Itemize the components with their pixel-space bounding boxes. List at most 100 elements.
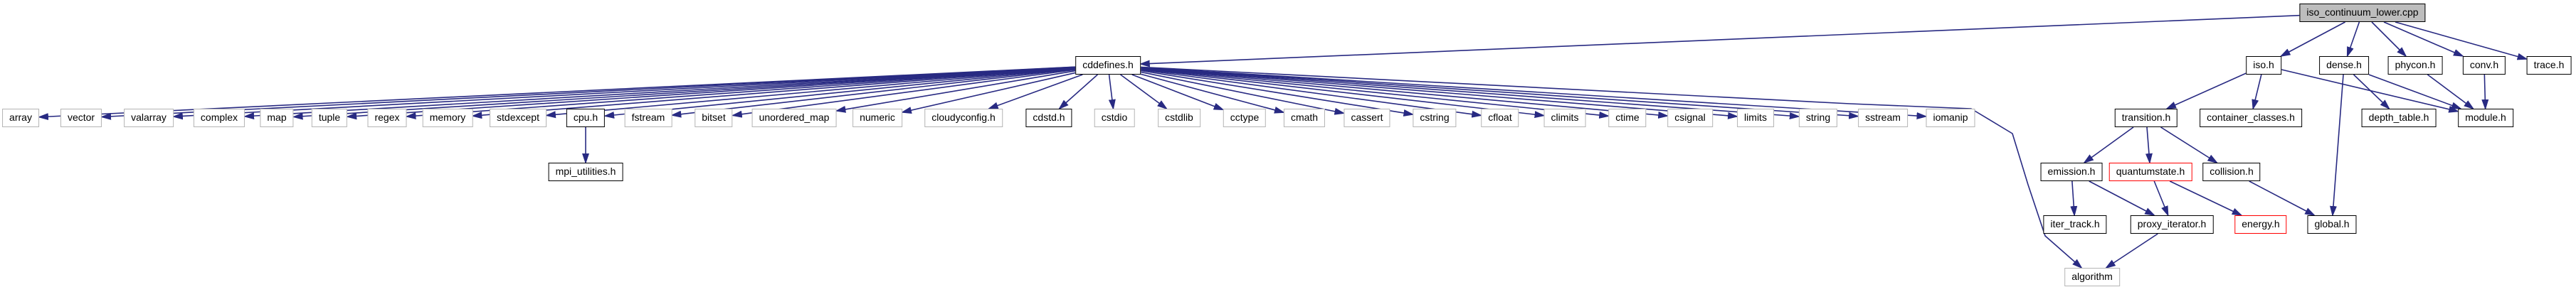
graph-node-dense[interactable]: dense.h	[2319, 56, 2369, 75]
edge-cddefines-to-csignal	[1140, 67, 1669, 119]
graph-node-cctype: cctype	[1223, 109, 1267, 127]
edge-proxy_iterator-to-algorithm	[2105, 233, 2158, 269]
graph-node-quantumstate[interactable]: quantumstate.h	[2108, 163, 2192, 181]
graph-node-cdstd[interactable]: cdstd.h	[1025, 109, 1072, 127]
graph-node-iter_track[interactable]: iter_track.h	[2043, 215, 2107, 234]
edge-cddefines-to-sstream	[1140, 67, 1860, 119]
graph-node-bitset: bitset	[695, 109, 733, 127]
graph-node-string: string	[1798, 109, 1838, 127]
graph-node-energy[interactable]: energy.h	[2234, 215, 2287, 234]
edge-iso-to-transition	[2165, 72, 2247, 109]
graph-node-cassert: cassert	[1344, 109, 1390, 127]
graph-node-depth_table[interactable]: depth_table.h	[2361, 109, 2437, 127]
graph-node-transition[interactable]: transition.h	[2114, 109, 2178, 127]
edge-conv-to-module	[2481, 74, 2489, 110]
graph-node-fstream: fstream	[624, 109, 672, 127]
graph-node-complex: complex	[193, 109, 246, 127]
graph-node-unordered_map: unordered_map	[751, 109, 837, 127]
edge-cddefines-to-regex	[405, 67, 1076, 120]
edge-phycon-to-module	[2427, 74, 2475, 110]
edge-iso_continuum_lower_cpp-to-trace	[2395, 21, 2528, 60]
edge-iso-to-container_classes	[2252, 74, 2262, 110]
edge-iso_continuum_lower_cpp-to-phycon	[2371, 21, 2407, 58]
edge-cddefines-to-cdstd	[1058, 74, 1098, 110]
graph-node-iso[interactable]: iso.h	[2246, 56, 2281, 75]
graph-node-conv[interactable]: conv.h	[2462, 56, 2506, 75]
graph-node-vector: vector	[60, 109, 102, 127]
edge-cddefines-to-iomanip	[1140, 67, 1928, 120]
edge-emission-to-proxy_iterator	[2089, 180, 2156, 216]
graph-node-emission[interactable]: emission.h	[2040, 163, 2103, 181]
edge-cddefines-to-tuple	[346, 67, 1076, 120]
edge-cddefines-to-vector	[100, 66, 1076, 120]
graph-node-valarray: valarray	[124, 109, 174, 127]
edge-emission-to-iter_track	[2070, 180, 2078, 217]
edge-cddefines-to-cassert	[1140, 71, 1346, 115]
edge-cddefines-to-array	[37, 66, 1076, 121]
edge-cddefines-to-cloudyconfig	[987, 74, 1083, 109]
graph-node-sstream: sstream	[1858, 109, 1908, 127]
graph-node-ctime: ctime	[1608, 109, 1647, 127]
edge-cddefines-to-string	[1140, 67, 1800, 120]
edge-quantumstate-to-proxy_iterator	[2153, 180, 2169, 217]
edge-cddefines-to-limits	[1140, 67, 1739, 119]
edge-transition-to-collision	[2160, 126, 2219, 164]
graph-node-map: map	[260, 109, 294, 127]
graph-node-regex: regex	[367, 109, 407, 127]
graph-node-memory: memory	[422, 109, 473, 127]
edge-cddefines-to-memory	[471, 67, 1076, 119]
edge-cddefines-to-complex	[243, 66, 1076, 120]
edge-cddefines-to-algorithm	[1140, 66, 2083, 269]
edge-cddefines-to-cctype	[1131, 74, 1225, 111]
edge-cddefines-to-valarray	[171, 66, 1076, 120]
graph-node-cmath: cmath	[1283, 109, 1326, 127]
graph-node-iomanip: iomanip	[1926, 109, 1975, 127]
edge-iso_continuum_lower_cpp-to-iso	[2279, 21, 2345, 57]
edge-cddefines-to-stdexcept	[544, 67, 1076, 119]
edge-iso_continuum_lower_cpp-to-conv	[2383, 21, 2464, 57]
graph-node-numeric: numeric	[852, 109, 902, 127]
graph-node-collision[interactable]: collision.h	[2202, 163, 2261, 181]
edge-cddefines-to-cstring	[1140, 70, 1415, 117]
graph-node-cstdlib: cstdlib	[1158, 109, 1200, 127]
graph-node-cstring: cstring	[1413, 109, 1457, 127]
graph-node-cfloat: cfloat	[1481, 109, 1519, 127]
graph-node-module[interactable]: module.h	[2458, 109, 2513, 127]
graph-node-proxy_iterator[interactable]: proxy_iterator.h	[2130, 215, 2214, 234]
graph-node-phycon[interactable]: phycon.h	[2387, 56, 2443, 75]
edge-cddefines-to-cstdlib	[1120, 74, 1168, 110]
graph-node-cddefines[interactable]: cddefines.h	[1075, 56, 1141, 75]
edge-dense-to-global	[2329, 74, 2344, 217]
graph-node-cloudyconfig: cloudyconfig.h	[924, 109, 1003, 127]
graph-node-array: array	[2, 109, 39, 127]
graph-node-climits: climits	[1543, 109, 1586, 127]
edge-collision-to-global	[2249, 180, 2316, 216]
edge-cddefines-to-ctime	[1140, 67, 1610, 119]
graph-node-iso_continuum_lower_cpp[interactable]: iso_continuum_lower.cpp	[2299, 4, 2426, 22]
graph-node-mpi_utilities[interactable]: mpi_utilities.h	[548, 163, 623, 181]
graph-node-tuple: tuple	[311, 109, 348, 127]
edge-cddefines-to-cpu	[603, 67, 1076, 119]
edge-cddefines-to-cstdio	[1108, 74, 1116, 110]
graph-node-trace[interactable]: trace.h	[2526, 56, 2572, 75]
edge-iso_continuum_lower_cpp-to-cddefines	[1139, 14, 2300, 67]
edge-dense-to-depth_table	[2353, 74, 2390, 110]
graph-node-cstdio: cstdio	[1094, 109, 1135, 127]
edge-cddefines-to-map	[292, 67, 1076, 120]
edge-transition-to-quantumstate	[2145, 126, 2153, 164]
edge-transition-to-emission	[2083, 126, 2134, 164]
edge-cddefines-to-numeric	[900, 72, 1076, 114]
edge-cddefines-to-climits	[1140, 68, 1546, 119]
edge-cddefines-to-fstream	[670, 68, 1076, 118]
edge-iso_continuum_lower_cpp-to-dense	[2346, 21, 2360, 58]
edge-cddefines-to-cfloat	[1140, 69, 1483, 118]
edge-quantumstate-to-energy	[2169, 180, 2243, 216]
graph-node-stdexcept: stdexcept	[490, 109, 547, 127]
edge-cddefines-to-bitset	[731, 69, 1076, 118]
graph-node-container_classes[interactable]: container_classes.h	[2200, 109, 2302, 127]
graph-node-csignal: csignal	[1667, 109, 1713, 127]
graph-node-algorithm: algorithm	[2064, 268, 2120, 286]
graph-node-cpu[interactable]: cpu.h	[566, 109, 606, 127]
graph-node-global[interactable]: global.h	[2307, 215, 2357, 234]
